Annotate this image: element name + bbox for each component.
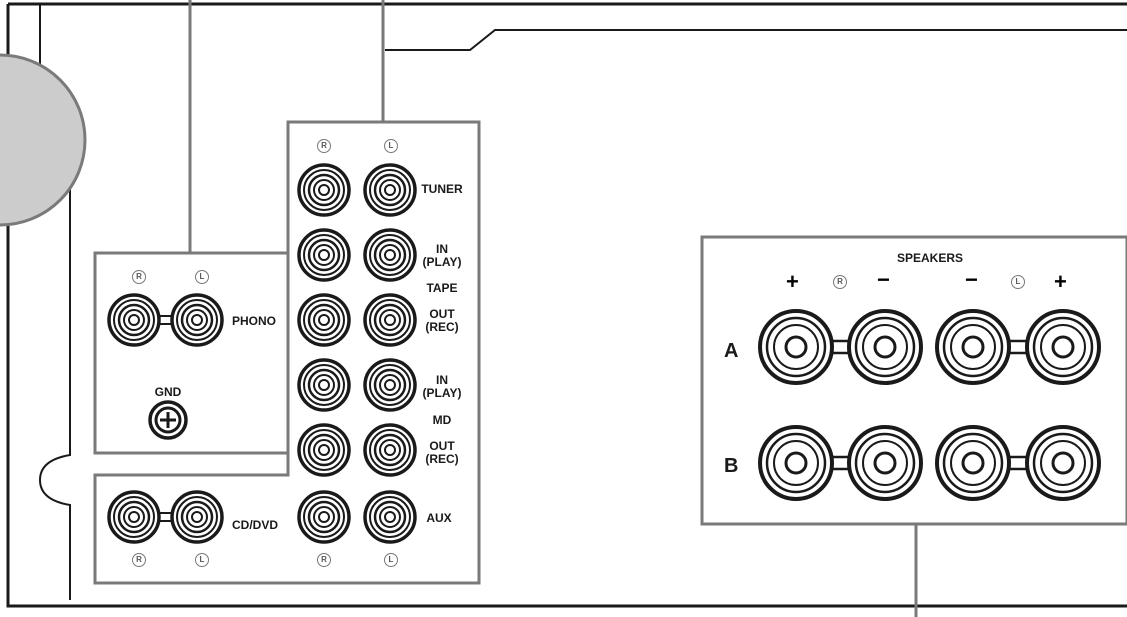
- speaker-terminal-a-l-minus: [935, 309, 1011, 385]
- rca-jack-tape-in-r: [297, 228, 351, 282]
- rca-jack-aux-l: [363, 490, 417, 544]
- top-step-edge: [385, 29, 1127, 51]
- speakers-panel: [700, 235, 1127, 526]
- rca-jack-tape-out-l: [363, 293, 417, 347]
- speaker-terminal-b-r-minus: [847, 425, 923, 501]
- rca-jack-tape-in-l: [363, 228, 417, 282]
- rca-jack-tuner-r: [297, 163, 351, 217]
- label-tuner: TUNER: [421, 182, 463, 196]
- channel-marker-l: L: [195, 553, 209, 567]
- label-md: MD: [432, 413, 452, 427]
- label-speaker-a: A: [724, 340, 739, 362]
- label-cd-dvd: CD/DVD: [232, 518, 279, 532]
- label-aux: AUX: [426, 511, 452, 525]
- label-md-out: OUT (REC): [425, 439, 459, 466]
- rca-jack-md-out-l: [363, 423, 417, 477]
- channel-marker-r: R: [317, 139, 331, 153]
- speaker-plus-sign: +: [786, 269, 799, 294]
- inputs-panel: [93, 120, 481, 585]
- channel-marker-r: R: [317, 553, 331, 567]
- channel-marker-l: L: [384, 553, 398, 567]
- label-tape-out: OUT (REC): [425, 307, 459, 334]
- rca-jack-md-out-r: [297, 423, 351, 477]
- label-speakers: SPEAKERS: [896, 251, 964, 265]
- label-md-in: IN (PLAY): [422, 373, 462, 400]
- speaker-terminal-a-r-minus: [847, 309, 923, 385]
- label-tape: TAPE: [426, 281, 458, 295]
- label-speaker-b: B: [724, 455, 739, 477]
- channel-marker-l: L: [195, 270, 209, 284]
- channel-marker-r: R: [132, 553, 146, 567]
- speaker-terminal-b-l-minus: [935, 425, 1011, 501]
- channel-marker-l: L: [384, 139, 398, 153]
- gnd-screw: [148, 400, 188, 440]
- rca-jack-tape-out-r: [297, 293, 351, 347]
- channel-marker-r: R: [833, 275, 847, 289]
- speaker-terminal-b-l-plus: [1025, 425, 1101, 501]
- label-phono: PHONO: [232, 314, 277, 328]
- rca-jack-tuner-l: [363, 163, 417, 217]
- channel-marker-l: L: [1011, 275, 1025, 289]
- channel-marker-r: R: [132, 270, 146, 284]
- rca-jack-phono-r: [107, 293, 161, 347]
- rca-jack-phono-l: [170, 293, 224, 347]
- speaker-terminal-a-r-plus: [758, 309, 834, 385]
- rca-jack-cd-dvd-r: [107, 490, 161, 544]
- rca-jack-md-in-r: [297, 358, 351, 412]
- speaker-plus-sign: +: [1054, 269, 1067, 294]
- speaker-terminal-a-l-plus: [1025, 309, 1101, 385]
- speaker-minus-sign: −: [965, 267, 978, 292]
- rca-jack-cd-dvd-l: [170, 490, 224, 544]
- side-knob: [0, 53, 87, 227]
- label-gnd: GND: [154, 385, 182, 399]
- rca-jack-md-in-l: [363, 358, 417, 412]
- speaker-minus-sign: −: [877, 267, 890, 292]
- speaker-terminal-b-r-plus: [758, 425, 834, 501]
- phono-panel: [93, 251, 290, 455]
- label-tape-in: IN (PLAY): [422, 242, 462, 269]
- rca-jack-aux-r: [297, 490, 351, 544]
